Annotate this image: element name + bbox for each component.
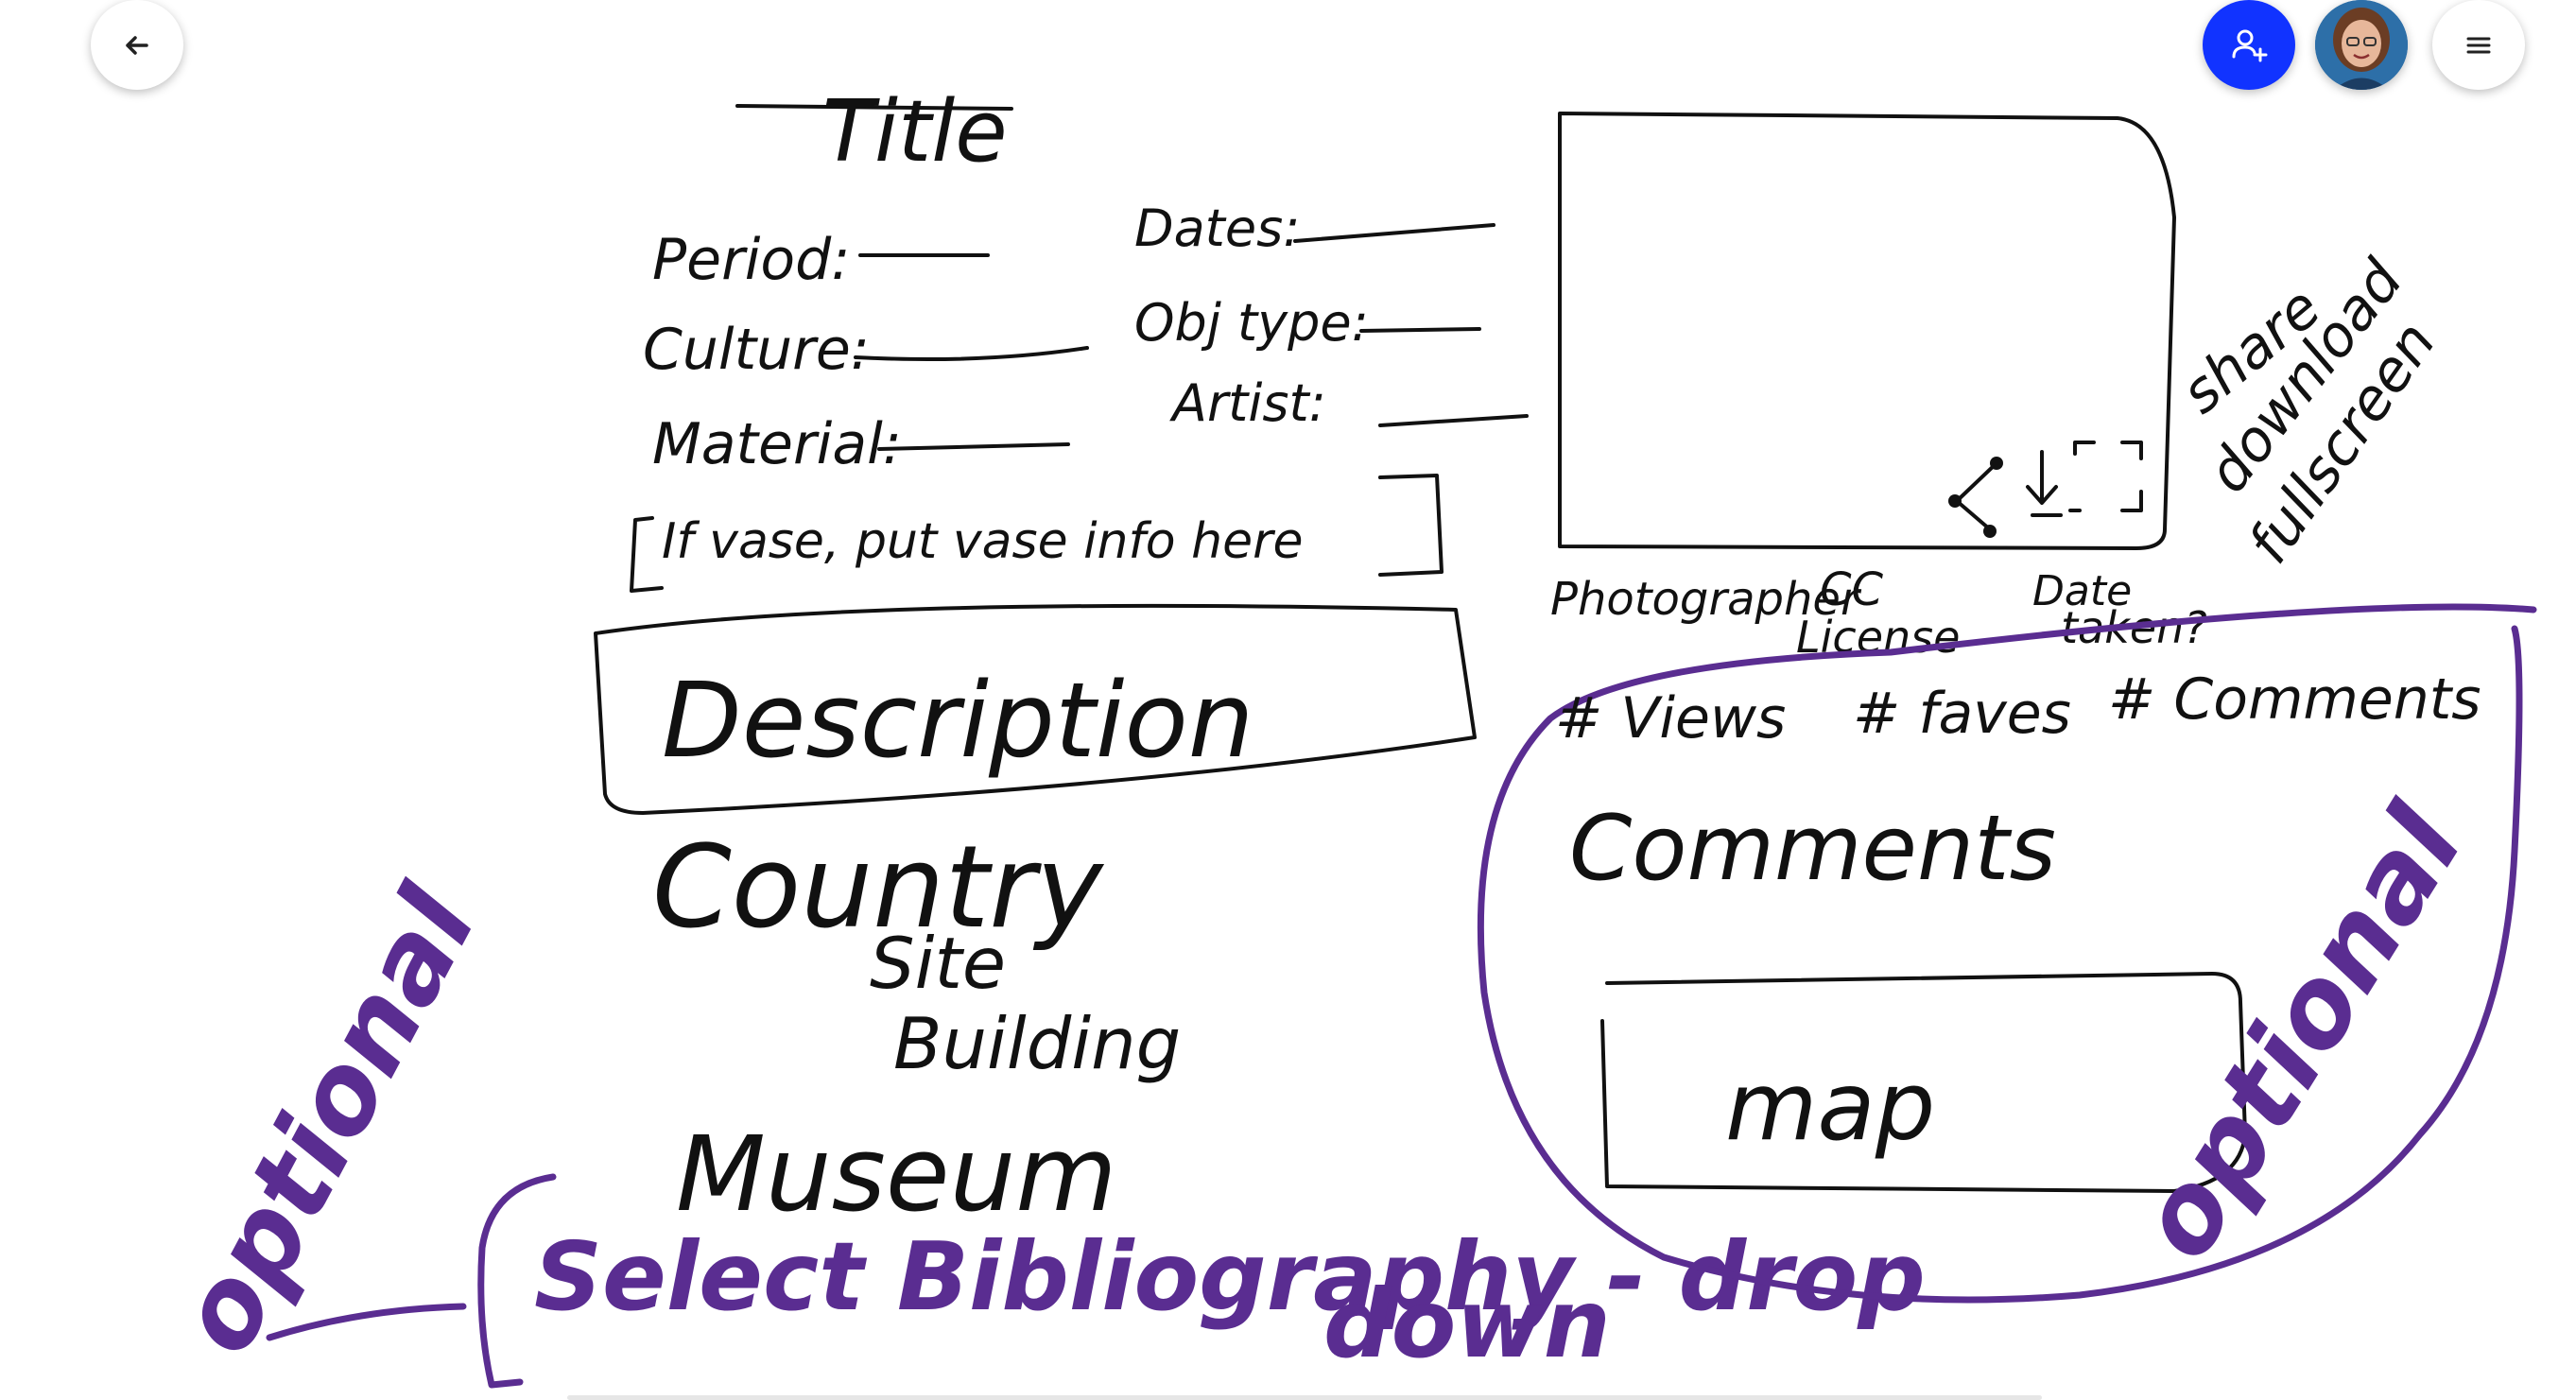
hamburger-menu-icon: [2466, 37, 2491, 53]
vase-note: If vase, put vase info here: [662, 513, 1303, 570]
title-underline: [735, 104, 1013, 111]
map-box: [1600, 972, 2247, 1193]
user-avatar[interactable]: [2315, 0, 2408, 90]
back-button[interactable]: [91, 0, 183, 90]
share-button[interactable]: [2203, 0, 2295, 90]
optional-right-text: optional: [2113, 785, 2488, 1281]
description-text: Description: [662, 660, 1253, 781]
artist-label: Artist:: [1169, 373, 1326, 433]
comments-count: # Comments: [2108, 666, 2481, 733]
bibliography-text: Select Bibliography - drop: [534, 1221, 1926, 1332]
museum-text: Museum: [676, 1114, 1116, 1235]
dates-line: [1293, 223, 1495, 243]
add-person-icon: [2232, 29, 2268, 61]
vase-note-box: [630, 474, 1444, 593]
culture-label: Culture:: [643, 317, 870, 383]
map-label: map: [1725, 1051, 1935, 1162]
dates-label: Dates:: [1134, 199, 1300, 258]
download-icon: [2026, 450, 2063, 517]
sketch-title: Title: [822, 82, 1008, 181]
site-text: Site: [870, 922, 1006, 1005]
arrow-left-icon: [126, 35, 148, 55]
country-text: Country: [652, 822, 1105, 954]
material-label: Material:: [652, 411, 902, 477]
objtype-line: [1359, 327, 1481, 333]
optional-section-outline: [1477, 603, 2537, 1304]
cc-label: CC: [1820, 563, 1884, 616]
horizontal-scrollbar[interactable]: [567, 1395, 2042, 1400]
material-line: [877, 442, 1070, 451]
artist-line: [1378, 414, 1529, 427]
fullscreen-icon: [2068, 441, 2143, 512]
share-icon: [1948, 457, 2003, 538]
culture-line: [854, 346, 1089, 362]
photographer-label: Photographer: [1550, 573, 1862, 626]
views-count: # Views: [1555, 685, 1786, 752]
comments-heading: Comments: [1569, 797, 2056, 901]
bibliography-text-2: down: [1323, 1269, 1611, 1379]
date-label: Date: [2032, 567, 2132, 615]
bibliography-bracket: [477, 1173, 557, 1389]
objtype-label: Obj type:: [1134, 293, 1369, 353]
optional-left-text: optional: [152, 868, 502, 1374]
optional-connector-left: [266, 1303, 467, 1341]
period-label: Period:: [652, 227, 850, 293]
building-text: Building: [893, 1002, 1181, 1085]
faves-count: # faves: [1853, 681, 2071, 747]
description-box: [594, 603, 1477, 815]
menu-button[interactable]: [2432, 0, 2525, 90]
image-placeholder-box: [1558, 112, 2176, 550]
avatar-image: [2315, 0, 2408, 90]
